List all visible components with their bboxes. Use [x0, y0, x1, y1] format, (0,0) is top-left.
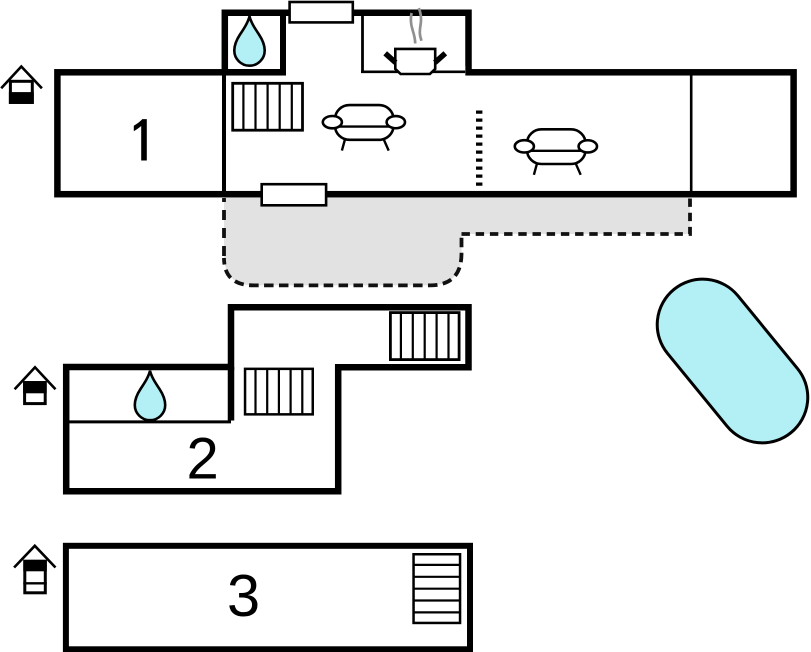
svg-text:2: 2	[186, 427, 218, 492]
svg-text:3: 3	[227, 562, 260, 629]
